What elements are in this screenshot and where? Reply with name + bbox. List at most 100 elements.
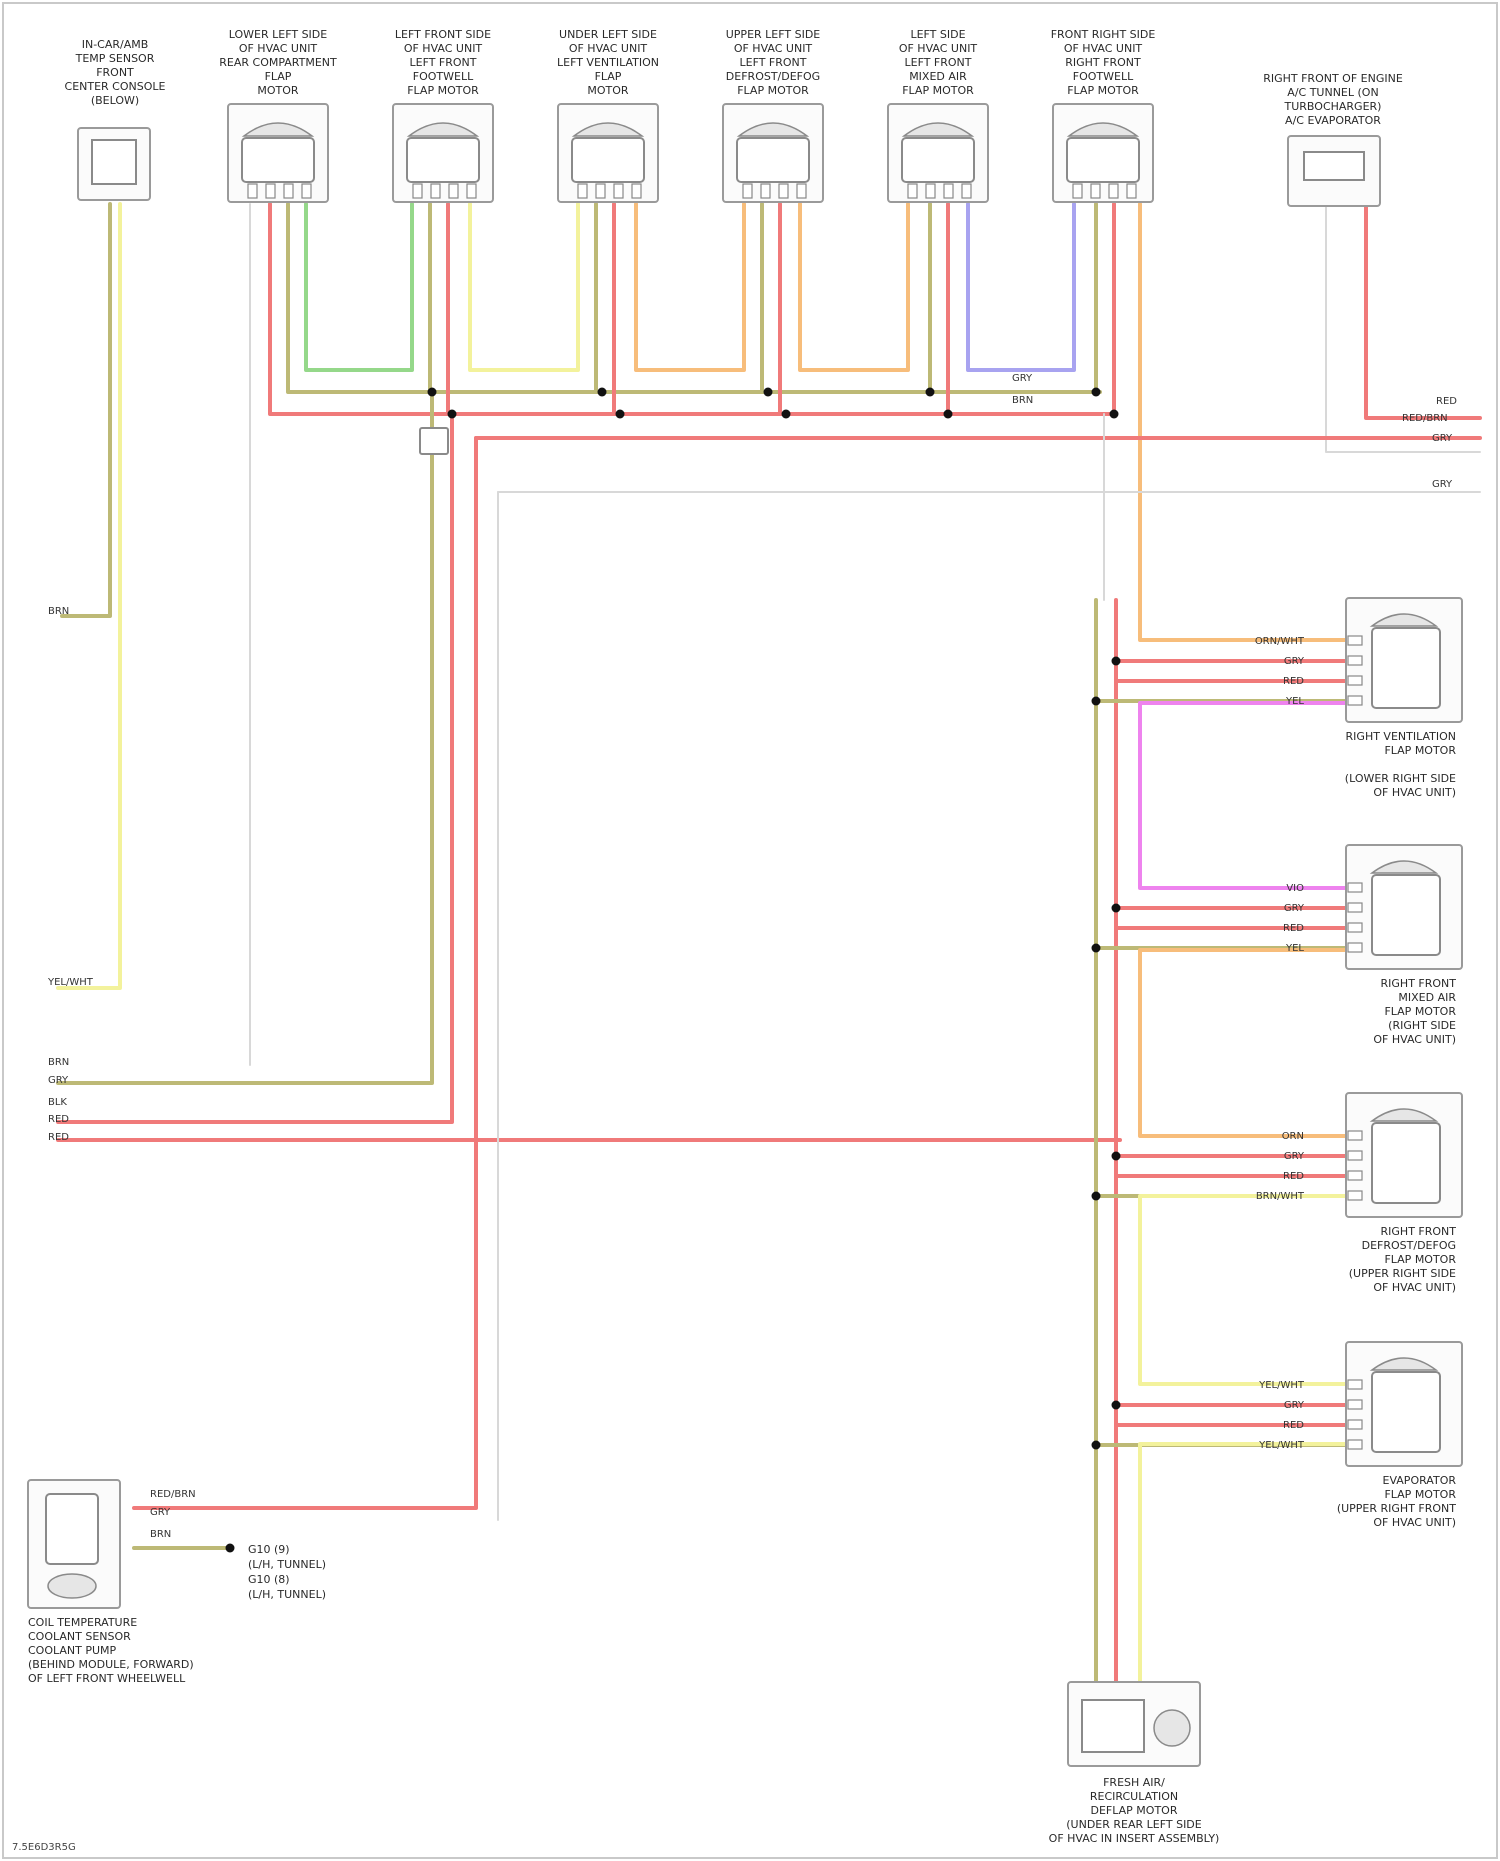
left-label-brn: BRN [48,606,69,617]
top-motor-3-pin [614,184,623,198]
top-motor-1-caption-line: LOWER LEFT SIDE [229,28,327,41]
right-motor-4-caption-line: (UPPER RIGHT FRONT [1337,1502,1456,1515]
top-motor-5-pin [926,184,935,198]
splice-node-0 [428,388,437,397]
top-motor-2-pin [467,184,476,198]
rm-node-olive-1 [1092,944,1101,953]
top-motor-4-body [737,138,809,182]
top-motor-4-caption-line: LEFT FRONT [739,56,806,69]
coolant-sensor-connector [48,1574,96,1598]
top-motor-5-pin [908,184,917,198]
top-motor-5-pin [962,184,971,198]
wire-m5-violet [968,204,1074,370]
top-motor-2-pin [431,184,440,198]
right-motor-1-pin-label: YEL [1285,696,1304,707]
rm-node-olive-0 [1092,697,1101,706]
left-label-yelwht: YEL/WHT [47,977,94,988]
in-car-sensor-caption-line: IN-CAR/AMB [82,38,149,51]
top-motor-6-body [1067,138,1139,182]
right-motor-3-caption-line: RIGHT FRONT [1381,1225,1457,1238]
splice-node-4 [764,388,773,397]
wire-incar-olive [62,204,110,616]
right-motor-1-pin [1348,676,1362,685]
top-motor-1-caption-line: MOTOR [257,84,299,97]
top-motor-6-caption-line: OF HVAC UNIT [1064,42,1143,55]
right-motor-3-pin-label: ORN [1282,1131,1304,1142]
top-motor-6-pin [1127,184,1136,198]
coolant-sensor-caption-line: (BEHIND MODULE, FORWARD) [28,1658,194,1671]
splice-node-2 [598,388,607,397]
splice-node-3 [616,410,625,419]
evap-temp-sensor-caption-line: TURBOCHARGER) [1284,100,1382,113]
wire-yellow-r4-bottom [1140,1444,1350,1690]
in-car-sensor-caption-line: TEMP SENSOR [75,52,155,65]
right-motor-4-pin-label: GRY [1284,1400,1305,1411]
right-motor-3-caption-line: OF HVAC UNIT) [1373,1281,1456,1294]
right-motor-4-pin [1348,1400,1362,1409]
right-edge-label-gry: GRY [1432,433,1453,444]
top-motor-4-pin [761,184,770,198]
top-motor-6-pin [1109,184,1118,198]
top-motor-4-pin [797,184,806,198]
wire-m6-orange [1140,204,1350,640]
rm-node-red-3 [1112,1401,1121,1410]
top-motor-3-caption-line: FLAP [595,70,622,83]
right-motor-3-caption-line: DEFROST/DEFOG [1362,1239,1456,1252]
rm-node-red-0 [1112,657,1121,666]
top-motor-5-caption-line: OF HVAC UNIT [899,42,978,55]
top-motor-5-pin [944,184,953,198]
top-motor-3-pin [632,184,641,198]
top-motor-3-pin [578,184,587,198]
coolant-sensor-caption-line: OF LEFT FRONT WHEELWELL [28,1672,186,1685]
right-motor-2-pin [1348,943,1362,952]
right-motor-3-body [1372,1123,1440,1203]
wire-red-to-coolant [134,438,476,1508]
left-label-red-2: RED [48,1132,69,1143]
in-car-sensor-caption-line: CENTER CONSOLE [65,80,166,93]
bl-pin-label-1: RED/BRN [150,1489,196,1500]
top-motor-3-caption-line: MOTOR [587,84,629,97]
top-motor-1-pin [248,184,257,198]
ground-caption-4: (L/H, TUNNEL) [248,1588,326,1601]
ground-node [226,1544,235,1553]
top-motor-2-pin [413,184,422,198]
fresh-air-motor-caption-line: DEFLAP MOTOR [1091,1804,1178,1817]
top-motor-5-caption-line: FLAP MOTOR [902,84,974,97]
right-motor-2-pin-label: YEL [1285,943,1304,954]
ground-caption-1: G10 (9) [248,1543,290,1556]
right-motor-4-pin-label: RED [1283,1420,1304,1431]
right-motor-3-pin [1348,1131,1362,1140]
right-motor-2-pin [1348,923,1362,932]
right-motor-1-pin-label: RED [1283,676,1304,687]
right-motor-1-pin [1348,656,1362,665]
splice-node-8 [1092,388,1101,397]
right-motor-1-caption-line: FLAP MOTOR [1384,744,1456,757]
top-motor-6-caption-line: FRONT RIGHT SIDE [1051,28,1156,41]
wire-m1-olive [288,204,1100,392]
top-motor-3-pin [596,184,605,198]
splice-node-7 [944,410,953,419]
top-motor-4-pin [743,184,752,198]
coolant-sensor-caption-line: COOLANT PUMP [28,1644,117,1657]
right-motor-2-caption-line: MIXED AIR [1398,991,1456,1004]
top-motor-4-pin [779,184,788,198]
evap-temp-sensor-caption-line: A/C EVAPORATOR [1285,114,1381,127]
left-label-gry: GRY [48,1075,69,1086]
top-motor-6-caption-line: RIGHT FRONT [1065,56,1141,69]
left-label-brn-2: BRN [48,1057,69,1068]
right-motor-1-caption-line: RIGHT VENTILATION [1346,730,1456,743]
wire-m1-green [306,204,412,370]
right-motor-3-caption-line: (UPPER RIGHT SIDE [1349,1267,1456,1280]
rm-node-red-2 [1112,1152,1121,1161]
right-edge-label-gry-2: GRY [1432,479,1453,490]
right-motor-2-body [1372,875,1440,955]
right-motor-2-caption-line: RIGHT FRONT [1381,977,1457,990]
right-motor-4-pin [1348,1420,1362,1429]
fresh-air-motor-caption-line: OF HVAC IN INSERT ASSEMBLY) [1049,1832,1220,1845]
coolant-sensor-caption-line: COOLANT SENSOR [28,1630,131,1643]
right-motor-4-body [1372,1372,1440,1452]
right-motor-1-pin [1348,636,1362,645]
wire-olive-left [58,392,432,1083]
in-car-sensor-caption-line: FRONT [96,66,134,79]
